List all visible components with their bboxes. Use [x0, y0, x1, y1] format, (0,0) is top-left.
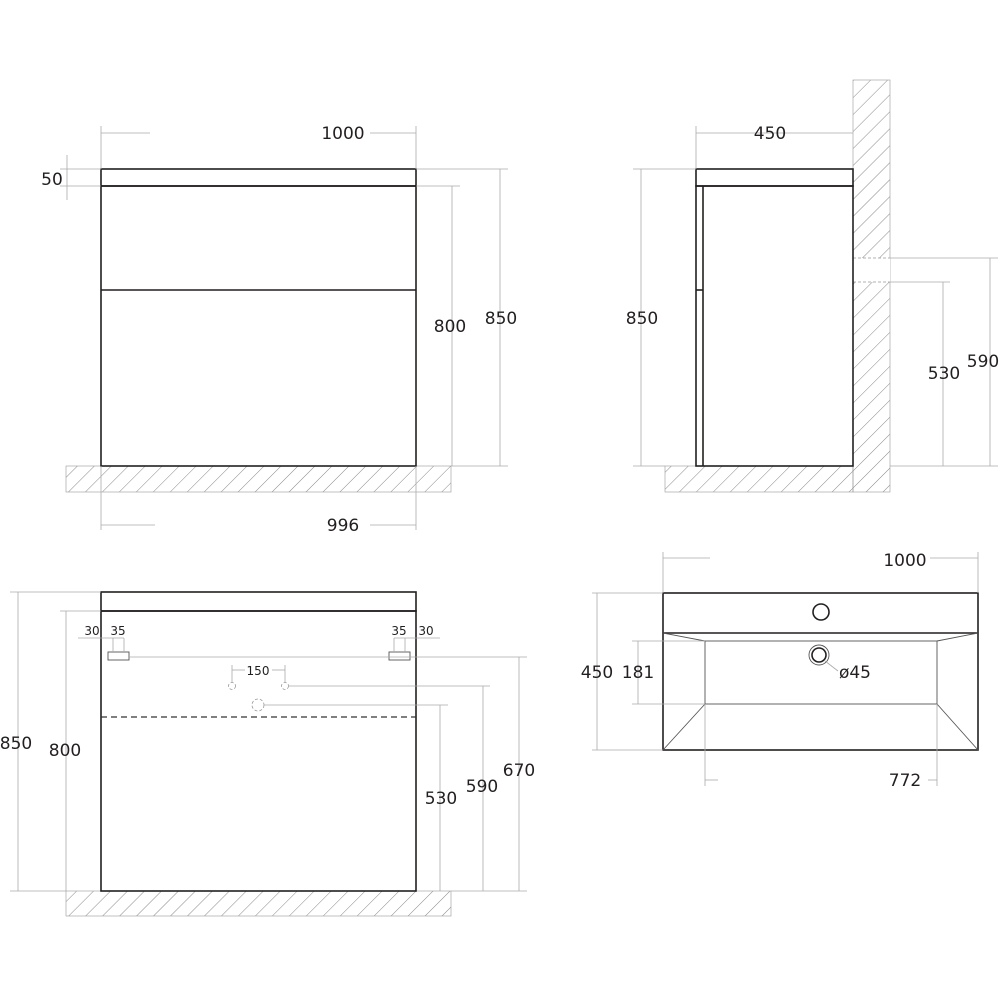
dim-body-height: 800: [434, 317, 466, 337]
floor-hatch: [65, 890, 452, 917]
dim-total-height: 850: [0, 734, 32, 754]
sink-outline: [662, 592, 979, 751]
supply-hole-left: [228, 682, 236, 690]
dim-bracket-height: 670: [503, 761, 535, 781]
drain-outer: [808, 644, 830, 666]
dim-body-height: 800: [49, 741, 81, 761]
dim-basin-depth: 181: [622, 663, 654, 683]
rear-view: 30 35 35 30 150 850 800 530 590 670: [0, 591, 535, 917]
dim-drain-diameter: ø45: [839, 663, 871, 683]
wall-hatch: [852, 79, 891, 493]
drain-hole: [811, 647, 827, 663]
countertop: [695, 168, 854, 187]
dim-total-height: 850: [626, 309, 658, 329]
front-view: 1000 50 800 850 996: [41, 124, 517, 536]
dim-depth: 450: [581, 663, 613, 683]
floor-hatch: [664, 465, 854, 493]
dim-total-height: 850: [485, 309, 517, 329]
wall-bracket-left: [107, 651, 130, 661]
dim-left-bracket: 35: [110, 624, 125, 638]
countertop: [100, 591, 417, 612]
dim-right-bracket: 35: [391, 624, 406, 638]
cabinet-body: [100, 185, 417, 467]
dim-width-bottom: 996: [327, 516, 359, 536]
dim-depth: 450: [754, 124, 786, 144]
wall-bracket-right: [388, 651, 411, 661]
dim-top-thickness: 50: [41, 170, 63, 190]
dim-hole-spacing: 150: [247, 664, 270, 678]
dim-basin-width: 772: [889, 771, 921, 791]
wall-opening: [853, 258, 890, 282]
floor-hatch: [65, 465, 452, 493]
dim-pipe-high: 590: [967, 352, 999, 372]
dim-right-offset: 30: [418, 624, 433, 638]
cabinet-body: [100, 610, 417, 892]
dim-drain-height: 530: [425, 789, 457, 809]
cabinet-body: [695, 185, 854, 467]
basin-bottom: [704, 640, 938, 705]
dim-width: 1000: [883, 551, 926, 571]
side-view: 450 850 530 590: [626, 79, 999, 493]
supply-hole-right: [281, 682, 289, 690]
dim-left-offset: 30: [84, 624, 99, 638]
dim-width-top: 1000: [321, 124, 364, 144]
countertop: [100, 168, 417, 187]
dimension-lines: [60, 126, 508, 530]
drain-hole: [251, 698, 265, 712]
faucet-hole: [812, 603, 830, 621]
dim-supply-height: 590: [466, 777, 498, 797]
top-view: 1000 450 181 ø45 772: [581, 551, 979, 791]
dim-pipe-low: 530: [928, 364, 960, 384]
